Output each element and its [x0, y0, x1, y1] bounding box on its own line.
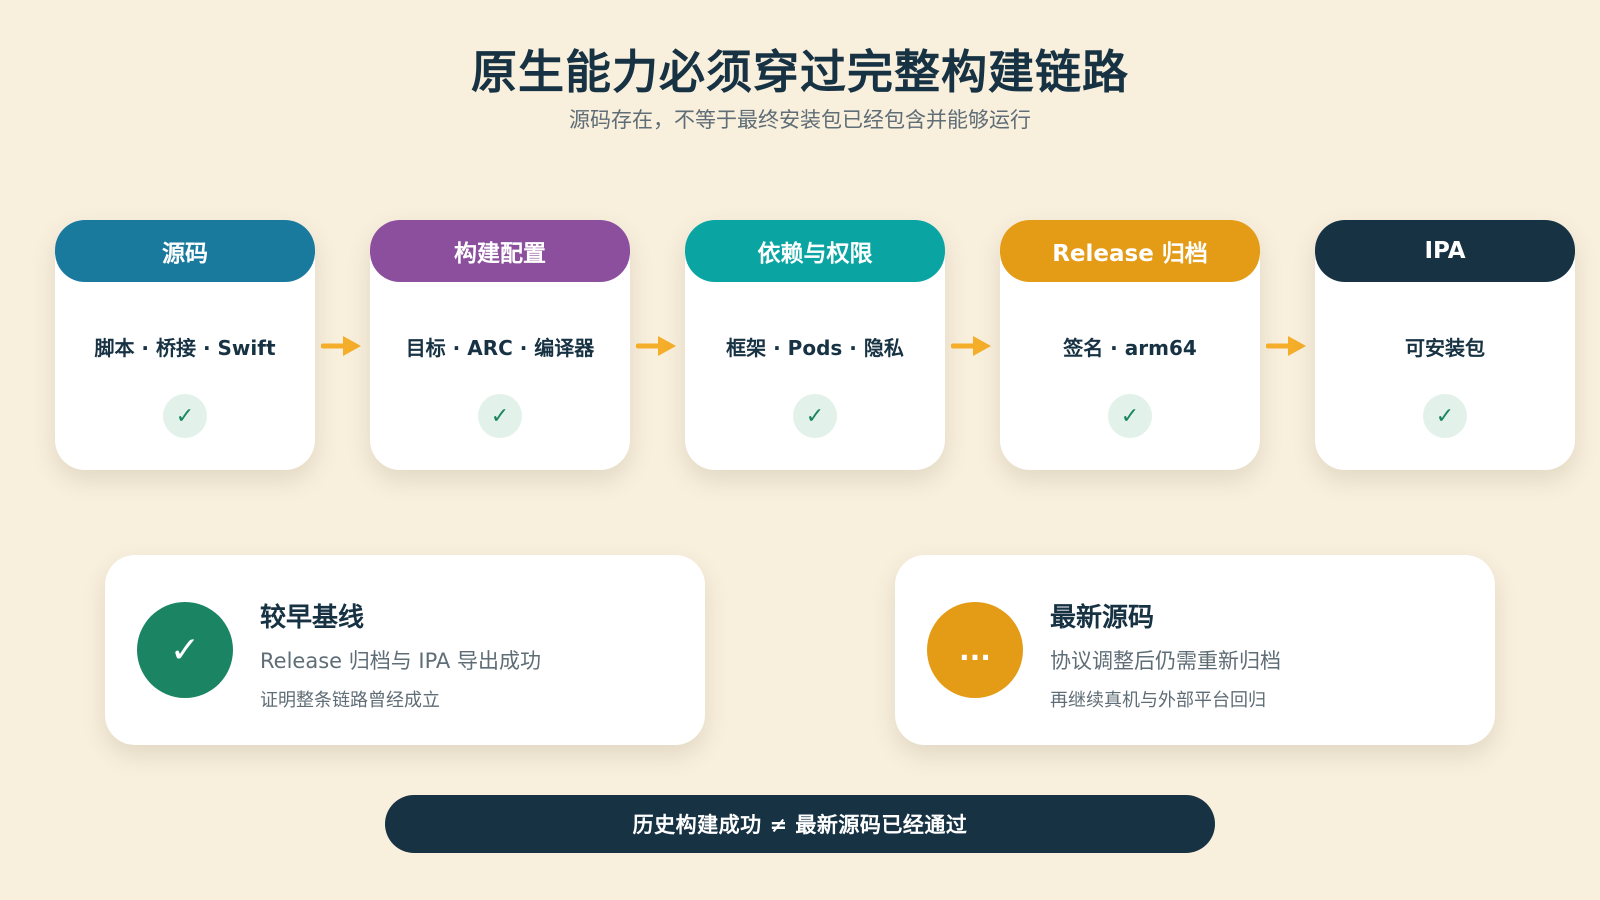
- stage-header: Release 归档: [1000, 220, 1260, 282]
- stage-header: IPA: [1315, 220, 1575, 282]
- page-subtitle: 源码存在，不等于最终安装包已经包含并能够运行: [569, 108, 1031, 132]
- stage-card-release-archive: Release 归档 签名 · arm64 ✓: [1000, 220, 1260, 470]
- arrow-right-icon: [636, 336, 676, 356]
- conclusion-banner: 历史构建成功 ≠ 最新源码已经通过: [385, 795, 1215, 853]
- stage-card-source: 源码 脚本 · 桥接 · Swift ✓: [55, 220, 315, 470]
- stage-card-ipa: IPA 可安装包 ✓: [1315, 220, 1575, 470]
- status-note: 再继续真机与外部平台回归: [1050, 690, 1266, 711]
- check-icon: ✓: [1423, 394, 1467, 438]
- stage-header: 依赖与权限: [685, 220, 945, 282]
- stage-items: 框架 · Pods · 隐私: [726, 336, 904, 360]
- stage-items: 签名 · arm64: [1063, 336, 1197, 360]
- status-note: 证明整条链路曾经成立: [260, 690, 440, 711]
- stage-items: 脚本 · 桥接 · Swift: [94, 336, 276, 360]
- status-card-latest-source: ... 最新源码 协议调整后仍需重新归档 再继续真机与外部平台回归: [895, 555, 1495, 745]
- pending-ellipsis-icon: ...: [927, 602, 1023, 698]
- stage-items: 可安装包: [1405, 336, 1485, 360]
- check-icon: ✓: [793, 394, 837, 438]
- status-title: 最新源码: [1050, 603, 1155, 633]
- check-icon: ✓: [1108, 394, 1152, 438]
- arrow-right-icon: [321, 336, 361, 356]
- stage-card-dependencies: 依赖与权限 框架 · Pods · 隐私 ✓: [685, 220, 945, 470]
- stage-header: 构建配置: [370, 220, 630, 282]
- status-description: 协议调整后仍需重新归档: [1050, 649, 1281, 673]
- stage-card-build-config: 构建配置 目标 · ARC · 编译器 ✓: [370, 220, 630, 470]
- check-icon: ✓: [163, 394, 207, 438]
- arrow-right-icon: [1266, 336, 1306, 356]
- status-card-baseline: ✓ 较早基线 Release 归档与 IPA 导出成功 证明整条链路曾经成立: [105, 555, 705, 745]
- page-title: 原生能力必须穿过完整构建链路: [471, 45, 1129, 99]
- stage-header: 源码: [55, 220, 315, 282]
- check-icon: ✓: [478, 394, 522, 438]
- stage-items: 目标 · ARC · 编译器: [405, 336, 595, 360]
- status-title: 较早基线: [260, 603, 365, 633]
- arrow-right-icon: [951, 336, 991, 356]
- success-check-icon: ✓: [137, 602, 233, 698]
- status-description: Release 归档与 IPA 导出成功: [260, 649, 541, 673]
